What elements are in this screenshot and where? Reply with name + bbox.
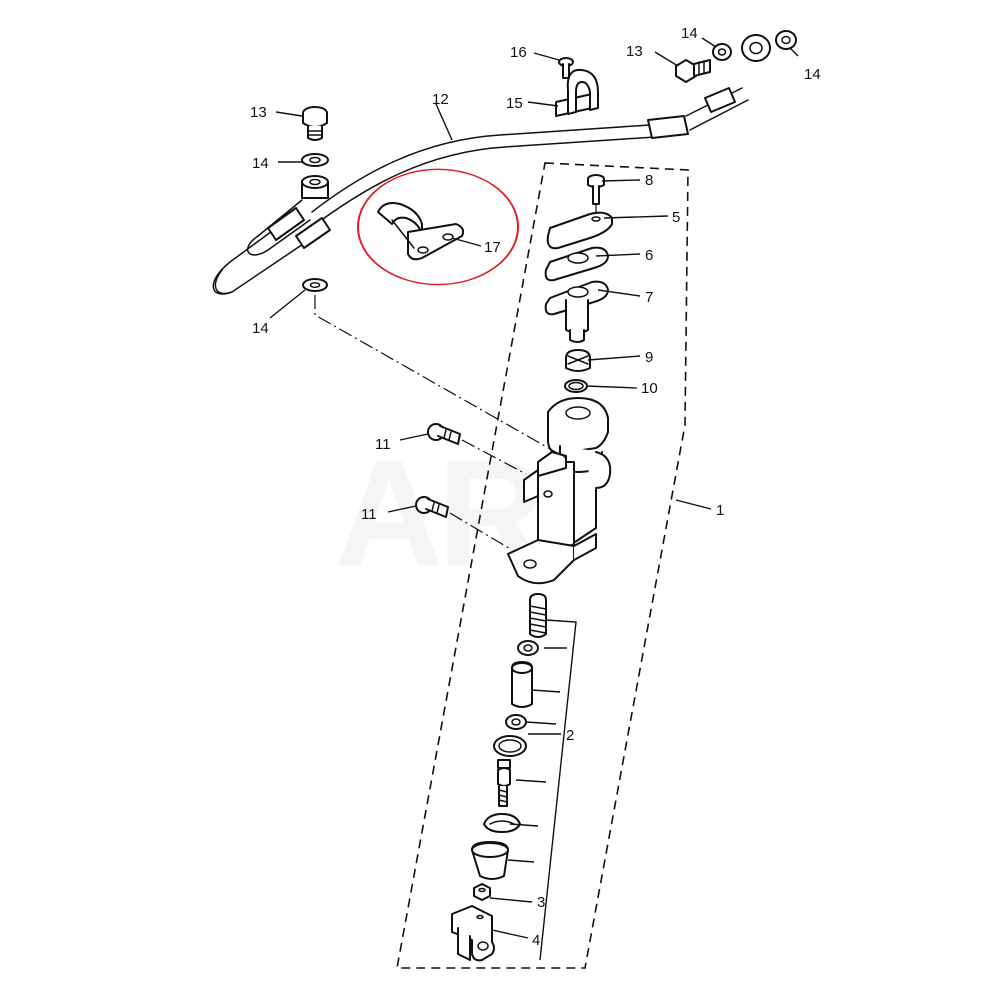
bolt-11-upper [427,423,461,445]
push-rod [497,759,511,807]
plate-6 [544,246,609,282]
clevis-4 [451,905,495,962]
brake-hose [212,87,749,295]
piston [511,661,533,708]
union-bolt-right [675,59,711,83]
banjo-fitting-left [301,175,329,199]
label-13-left: 13 [250,104,267,121]
union-bolt-left [302,106,328,141]
alignment-line-bolt-lower [449,512,513,551]
spring [529,593,547,638]
label-11-upper: 11 [375,436,391,453]
washer-left-lower [302,278,328,292]
label-10: 10 [641,380,658,397]
bolt-11-lower [415,496,449,518]
label-3: 3 [537,894,545,911]
master-cylinder-body [507,397,612,585]
cap-5 [546,211,613,250]
washer-left-upper [301,153,329,167]
boot [471,841,509,880]
hose-guide-15 [555,68,599,117]
alignment-line-hose [314,295,567,459]
highlight-circle [357,168,519,286]
float-9 [565,349,591,372]
diaphragm-7 [544,280,609,343]
washer-plate [493,735,527,757]
label-12: 12 [432,91,449,108]
label-14-right: 14 [804,66,821,83]
bracket-part-2 [507,619,577,961]
label-14-left-upper: 14 [252,155,269,172]
screw-16 [558,57,574,79]
alignment-line-bolt-upper [461,439,527,475]
label-8: 8 [645,172,653,189]
label-15: 15 [506,95,523,112]
cup-seal-lower [505,714,527,730]
label-4: 4 [532,932,540,949]
leader-lines [269,37,799,939]
label-14-left-lower: 14 [252,320,269,337]
washer-right-1 [712,43,732,61]
label-1: 1 [716,502,724,519]
label-16: 16 [510,44,527,61]
hose-guide-17 [377,202,465,261]
screw-8 [587,174,605,205]
circlip [483,813,521,833]
label-17: 17 [484,239,501,256]
nut-3 [473,883,491,901]
label-14-top: 14 [681,25,698,42]
label-5: 5 [672,209,680,226]
label-9: 9 [645,349,653,366]
cup-seal-upper [517,640,539,656]
label-7: 7 [645,289,653,306]
label-13-right: 13 [626,43,643,60]
washer-right-2 [775,30,797,50]
label-11-lower: 11 [361,506,377,523]
label-2: 2 [566,727,574,744]
circlip-10 [564,379,588,393]
label-6: 6 [645,247,653,264]
banjo-fitting-right [741,34,771,62]
